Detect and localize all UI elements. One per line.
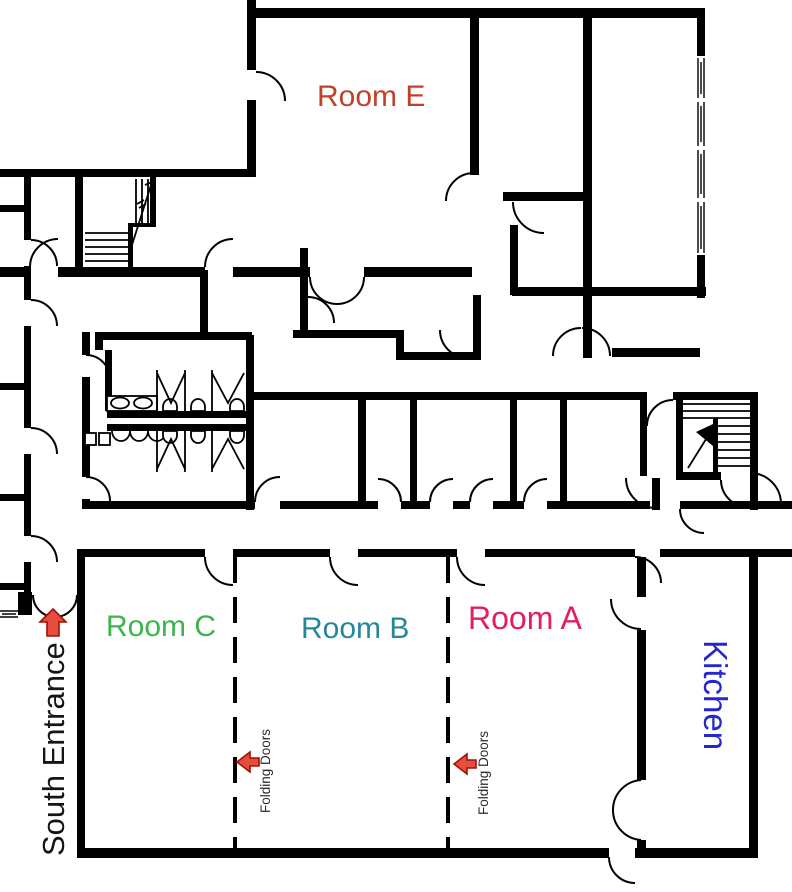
room-e-label: Room E: [317, 80, 426, 113]
room-b-label: Room B: [301, 612, 410, 645]
door-south-exit: [608, 856, 636, 884]
door-office-4: [469, 478, 494, 503]
sink-icon: [110, 396, 130, 410]
door-closet-3: [30, 427, 58, 455]
door-restroom-lower: [85, 476, 111, 502]
kitchen-label: Kitchen: [697, 640, 734, 751]
door-room-e-south: [204, 238, 234, 268]
door-closet-1: [30, 239, 58, 267]
door-room-c: [204, 556, 234, 586]
door-office-2: [377, 478, 402, 503]
urinal-icon: [98, 432, 111, 446]
left-arrow-icon: [452, 752, 477, 776]
urinal-icon: [84, 432, 97, 446]
door-office-1: [254, 476, 281, 503]
toilet-icon: [190, 398, 206, 412]
room-c-label: Room C: [106, 610, 217, 643]
door-east-exit: [749, 472, 782, 505]
door-stair-east: [720, 479, 749, 508]
door-mid-room: [439, 329, 469, 359]
folding-doors-label-ba: Folding Doors: [476, 730, 491, 815]
door-lobby-south: [679, 508, 705, 534]
door-kitchen-double: [611, 779, 642, 841]
door-double-hall: [309, 276, 365, 305]
door-room-e-east: [445, 172, 475, 202]
door-vestibule-east: [625, 477, 657, 509]
restroom-fixtures: [84, 370, 245, 472]
door-stair-lobby: [646, 399, 674, 427]
stall-partitions: [156, 370, 245, 411]
door-arcs: [29, 71, 782, 884]
window-east: [695, 56, 707, 255]
door-room-e-west: [255, 71, 286, 102]
toilet-icon: [229, 398, 245, 412]
door-room-b: [329, 556, 359, 586]
door-office-3: [429, 478, 454, 503]
toilet-icon: [162, 430, 178, 444]
door-kitchen-north: [634, 556, 662, 584]
door-vestibule: [307, 296, 335, 324]
toilet-icon: [190, 430, 206, 444]
sink-icon: [133, 396, 153, 410]
left-arrow-icon: [235, 750, 260, 774]
door-closet-4: [30, 535, 58, 563]
door-double-mid: [552, 327, 611, 357]
window-southwest: [0, 610, 18, 618]
door-restroom-upper: [85, 354, 111, 380]
room-a-label: Room A: [468, 600, 582, 636]
walls: [0, 0, 792, 858]
stairs-east: [683, 403, 750, 469]
door-hall-west: [29, 238, 59, 268]
door-kitchen-upper: [610, 598, 642, 630]
door-office-5: [523, 478, 548, 503]
stairs-northwest: [85, 179, 153, 262]
folding-doors-label-cb: Folding Doors: [258, 728, 273, 813]
door-room-a: [456, 556, 486, 586]
up-arrow-icon: [38, 607, 68, 637]
annotation-arrows: [38, 607, 477, 776]
toilet-icon: [162, 398, 178, 412]
stall-partitions: [156, 431, 245, 472]
door-small-room: [512, 201, 545, 234]
south-entrance-label: South Entrance: [36, 642, 71, 856]
door-closet-2: [30, 299, 58, 327]
toilet-icon: [229, 430, 245, 444]
